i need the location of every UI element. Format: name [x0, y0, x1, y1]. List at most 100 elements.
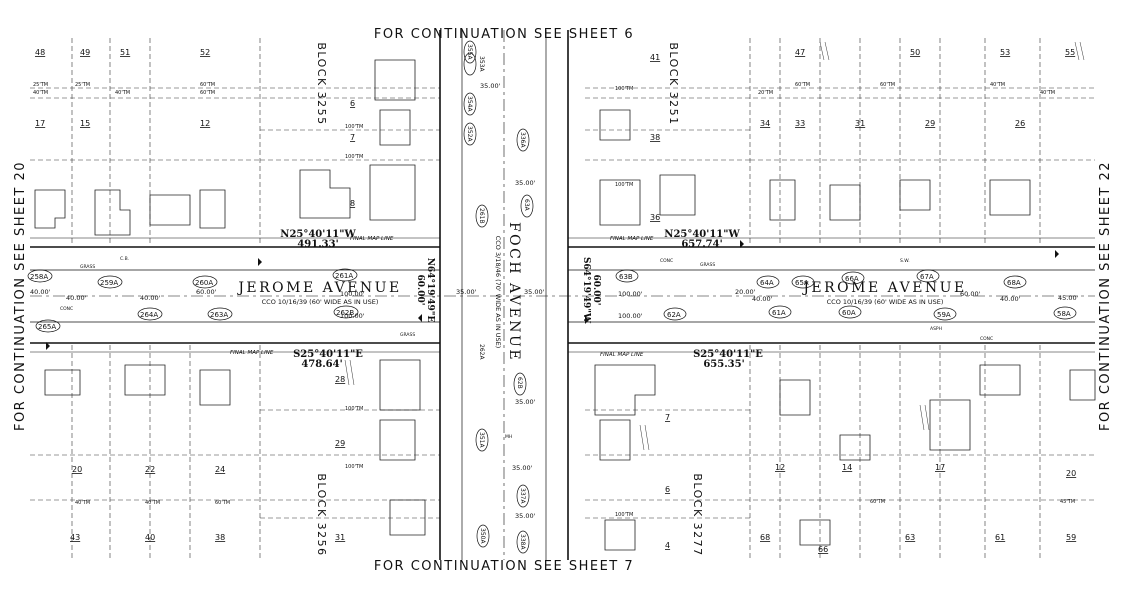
tag-336A: 336A — [519, 132, 526, 148]
setback-100-3: 100'TM — [615, 86, 633, 92]
dim-35-west: 35.00' — [456, 288, 477, 296]
block-3255: BLOCK 3255 — [315, 42, 328, 125]
lot-66: 66 — [818, 545, 828, 554]
tree-tags-foch: 355A 354A 353A 352A 336A 261B 63A 62B 35… — [466, 44, 530, 550]
bearing-nw: N25°40'11"W — [280, 229, 356, 240]
distance-se: 655.35' — [703, 359, 744, 370]
lot-63: 63 — [905, 533, 915, 542]
lot-12-s: 12 — [775, 463, 785, 472]
bearing-foch-w: N64°19'49"E — [425, 258, 435, 323]
lot-grid — [30, 38, 1095, 560]
tag-263A: 263A — [210, 311, 228, 319]
lot-6-s: 6 — [665, 485, 670, 494]
lot-26: 26 — [1015, 119, 1025, 128]
continuation-right: FOR CONTINUATION SEE SHEET 22 — [1098, 161, 1113, 431]
setback-60-1: 60'TM — [200, 82, 215, 88]
tag-62B: 62B — [516, 377, 523, 389]
dim-35-mid: 35.00' — [515, 179, 536, 187]
cco-note-east: CCO 10/16/39 (60' WIDE AS IN USE) — [827, 298, 944, 306]
lot-29: 29 — [925, 119, 935, 128]
tag-258A: 258A — [30, 273, 48, 281]
setback-40-3: 40'TM — [990, 82, 1005, 88]
street-name-jerome-east: JEROME AVENUE — [801, 280, 966, 296]
dim-40-w3: 40.00' — [140, 294, 161, 302]
tag-355A: 355A — [466, 44, 473, 60]
tag-65A: 65A — [795, 279, 809, 287]
dim-60-w: 60.00' — [196, 288, 217, 296]
lot-20-w: 20 — [72, 465, 82, 474]
dim-35-top: 35.00' — [480, 82, 501, 90]
tag-354A: 354A — [466, 96, 473, 112]
tag-260A: 260A — [195, 279, 213, 287]
dim-40-e1: 40.00' — [752, 295, 773, 303]
tag-261B: 261B — [478, 208, 485, 224]
tag-353A: 353A — [478, 56, 485, 72]
lot-52: 52 — [200, 48, 210, 57]
tree-tags: 258A 259A 260A 261A 265A 264A 263A 262B … — [27, 40, 1077, 554]
setback-40-5: 40'TM — [75, 500, 90, 506]
lot-38: 38 — [650, 133, 660, 142]
tag-337A: 337A — [519, 488, 526, 504]
final-map-line-2: FINAL MAP LINE — [610, 236, 654, 242]
dimension-labels: 35.00' 35.00' 35.00' 35.00' 35.00' 35.00… — [30, 82, 1079, 520]
monument-marks — [46, 240, 1059, 350]
bearing-foch-e: S64°19'49"W — [581, 257, 591, 324]
label-asph: ASPH — [930, 326, 942, 332]
lot-24: 24 — [215, 465, 225, 474]
setback-40-6: 40'TM — [145, 500, 160, 506]
setback-60-5: 60'TM — [215, 500, 230, 506]
bearing-se: S25°40'11"E — [693, 349, 763, 360]
lot-14: 14 — [842, 463, 852, 472]
block-3256: BLOCK 3256 — [315, 473, 328, 556]
lot-38-s: 38 — [215, 533, 225, 542]
lot-68: 68 — [760, 533, 770, 542]
label-grass-1: GRASS — [80, 264, 95, 270]
dim-35-low: 35.00' — [515, 398, 536, 406]
label-grass-3: GRASS — [400, 332, 415, 338]
setback-100-6: 100'TM — [345, 464, 363, 470]
dist-foch-w: 60.00' — [415, 275, 425, 306]
lot-28: 28 — [335, 375, 345, 384]
lot-40: 40 — [145, 533, 155, 542]
tag-61A: 61A — [772, 309, 786, 317]
label-grass-2: GRASS — [700, 262, 715, 268]
setback-40-4: 40'TM — [1040, 90, 1055, 96]
cco-note-west: CCO 10/16/39 (60' WIDE AS IN USE) — [262, 298, 379, 306]
material-labels: CONC GRASS C.B. CONC GRASS MH S.W. ASPH … — [60, 256, 993, 440]
tag-63A: 63A — [523, 199, 530, 212]
tag-352A: 352A — [466, 126, 473, 142]
dim-45-e: 45.00' — [1058, 294, 1079, 302]
continuation-left: FOR CONTINUATION SEE SHEET 20 — [13, 161, 28, 431]
lot-59: 59 — [1066, 533, 1076, 542]
tag-68A: 68A — [1007, 279, 1021, 287]
dim-100-w2: 100.00' — [340, 312, 365, 320]
lot-43: 43 — [70, 533, 80, 542]
setback-60-3: 60'TM — [795, 82, 810, 88]
label-conc-3: CONC — [980, 336, 993, 342]
lot-55: 55 — [1065, 48, 1075, 57]
final-map-line-4: FINAL MAP LINE — [600, 352, 644, 358]
lot-15: 15 — [80, 119, 90, 128]
label-mh: MH — [505, 434, 512, 440]
lot-34: 34 — [760, 119, 770, 128]
lot-8: 8 — [350, 199, 355, 208]
tag-62A: 62A — [667, 311, 681, 319]
street-name-jerome-west: JEROME AVENUE — [236, 280, 401, 296]
lot-numbers: 48 49 51 52 47 50 53 55 17 15 12 34 33 3… — [35, 48, 1076, 554]
lot-49: 49 — [80, 48, 90, 57]
lot-17: 17 — [35, 119, 45, 128]
lot-7: 7 — [350, 133, 355, 142]
label-conc-2: CONC — [660, 258, 673, 264]
block-3277: BLOCK 3277 — [691, 473, 704, 556]
tag-351A: 351A — [478, 432, 485, 448]
lot-51: 51 — [120, 48, 130, 57]
label-sw: S.W. — [900, 258, 910, 264]
hatch-marks — [344, 41, 1085, 451]
setback-40-1: 40'TM — [33, 90, 48, 96]
continuation-bottom: FOR CONTINUATION SEE SHEET 7 — [374, 559, 634, 574]
tag-264A: 264A — [140, 311, 158, 319]
dim-40-w2: 40.00' — [66, 294, 87, 302]
lot-31: 31 — [855, 119, 865, 128]
street-name-foch: FOCH AVENUE — [506, 222, 522, 362]
dim-100-w1: 100.00' — [340, 290, 365, 298]
